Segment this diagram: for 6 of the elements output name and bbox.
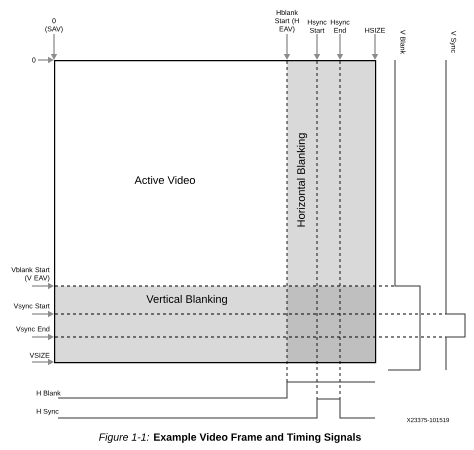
region-label: Active Video	[134, 176, 195, 184]
blanking-region	[287, 60, 376, 286]
blanking-region	[54, 286, 376, 362]
figure-caption: Figure 1-1: Example Video Frame and Timing Signals	[99, 433, 361, 443]
region-label: Horizontal Blanking	[296, 133, 308, 226]
region-label: Vertical Blanking	[146, 294, 227, 306]
